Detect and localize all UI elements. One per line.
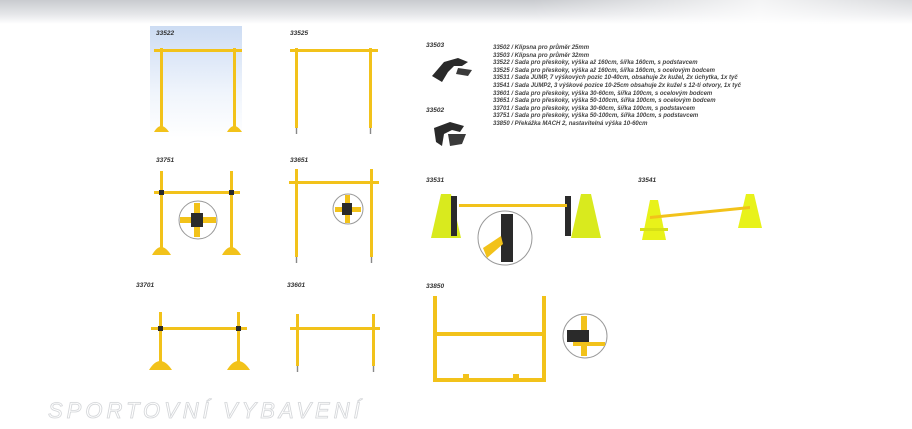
- hurdle-33651-image: [289, 169, 379, 263]
- code-33531: 33531: [426, 177, 445, 184]
- description-line: 33503 / Klipsna pro průměr 32mm: [493, 52, 590, 59]
- code-33525: 33525: [290, 30, 309, 37]
- description-line: 33531 / Sada JUMP, 7 výškových pozic 10-…: [493, 75, 738, 82]
- code-33601: 33601: [287, 282, 306, 289]
- code-33701: 33701: [136, 282, 155, 289]
- description-line: 33651 / Sada pro přeskoky, výška 50-100c…: [493, 98, 716, 105]
- description-line: 33522 / Sada pro přeskoky, výška až 160c…: [493, 60, 698, 67]
- product-description-list: 33502 / Klipsna pro průměr 25mm 33503 / …: [493, 45, 793, 129]
- code-33651: 33651: [290, 157, 309, 164]
- hurdle-33701-image: [149, 312, 250, 370]
- header-band: [0, 0, 912, 24]
- description-line: 33601 / Sada pro přeskoky, výška 30-60cm…: [493, 90, 713, 97]
- hurdle-33601-image: [290, 314, 380, 372]
- jump-set-33541-image: [640, 194, 762, 240]
- hurdle-33522-image: [154, 48, 242, 132]
- description-line: 33502 / Klipsna pro průměr 25mm: [493, 45, 590, 51]
- footer-watermark: SPORTOVNÍ VYBAVENÍ: [48, 398, 364, 424]
- code-33502: 33502: [426, 107, 445, 114]
- description-line: 33850 / Překážka MACH 2, nastavitelná vý…: [493, 120, 648, 127]
- clip-33503-image: [432, 58, 472, 82]
- hurdle-33525-image: [290, 48, 378, 134]
- code-33541: 33541: [638, 177, 657, 184]
- highlight-glow: [150, 26, 242, 138]
- code-33850: 33850: [426, 283, 445, 290]
- description-line: 33701 / Sada pro přeskoky, výška 30-60cm…: [493, 105, 695, 112]
- code-33522: 33522: [156, 30, 175, 37]
- code-33751: 33751: [156, 157, 175, 164]
- description-line: 33541 / Sada JUMP2, 3 výškové pozice 10-…: [493, 82, 741, 89]
- hurdle-33850-image: [433, 296, 608, 382]
- description-line: 33525 / Sada pro přeskoky, výška až 160c…: [493, 67, 715, 74]
- hurdle-33751-image: [152, 171, 241, 255]
- jump-set-33531-image: [431, 194, 601, 266]
- description-line: 33751 / Sada pro přeskoky, výška 50-100c…: [493, 113, 699, 120]
- code-33503: 33503: [426, 42, 445, 49]
- clip-33502-image: [434, 122, 466, 146]
